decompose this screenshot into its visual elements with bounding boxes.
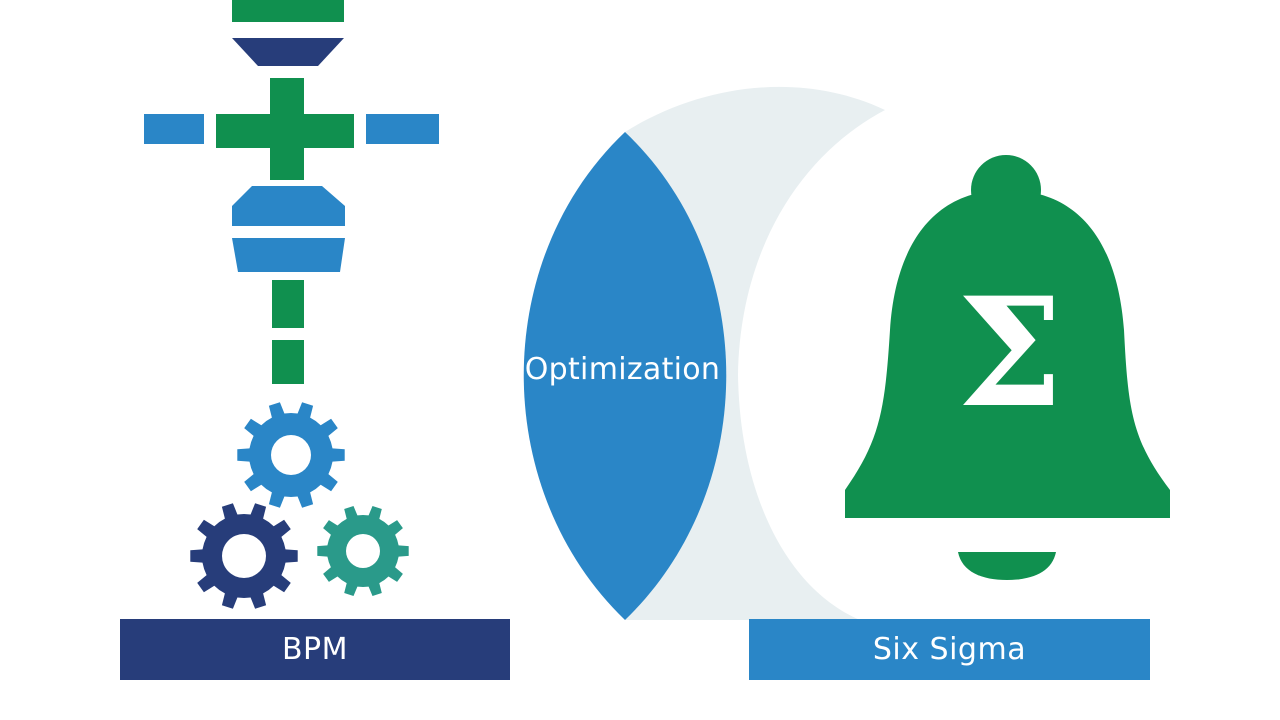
bpm-label-bar: BPM bbox=[120, 619, 510, 680]
gear-hole bbox=[222, 534, 266, 578]
optimization-lens bbox=[523, 132, 727, 620]
gear-hole bbox=[346, 534, 380, 568]
bell-icon bbox=[845, 155, 1170, 580]
six-sigma-label-bar: Six Sigma bbox=[749, 619, 1150, 680]
process-column-icon bbox=[144, 0, 439, 384]
bpm-label: BPM bbox=[281, 632, 349, 667]
gear-icon bbox=[317, 506, 409, 596]
gear-hole bbox=[271, 435, 311, 475]
six-sigma-label: Six Sigma bbox=[872, 632, 1027, 667]
gear-icon bbox=[237, 402, 345, 508]
sigma-icon: Σ bbox=[956, 265, 1064, 441]
optimization-label: Optimization bbox=[524, 352, 721, 387]
gear-icon bbox=[190, 503, 298, 609]
